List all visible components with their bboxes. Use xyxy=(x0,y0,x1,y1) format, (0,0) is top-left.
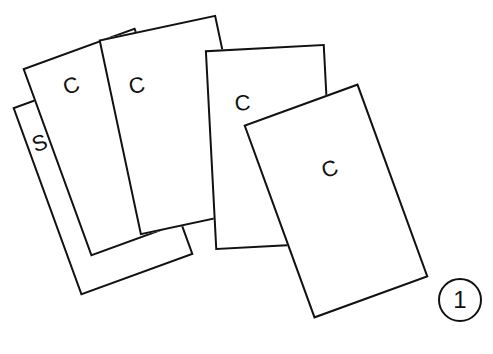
callout-circle: 1 xyxy=(438,278,482,322)
callout-number: 1 xyxy=(453,288,466,312)
card-letter: C xyxy=(318,156,340,182)
playing-card: C xyxy=(243,83,428,318)
card-letter: C xyxy=(60,73,82,99)
card-letter: C xyxy=(127,73,147,98)
card-letter: C xyxy=(234,92,251,115)
